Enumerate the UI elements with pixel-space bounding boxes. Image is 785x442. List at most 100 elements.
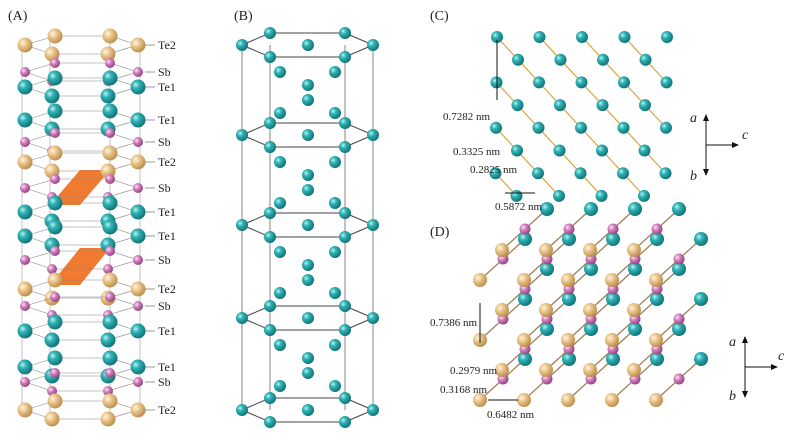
atom-te <box>102 350 118 366</box>
layer-label: Sb <box>158 181 171 195</box>
arrow-a-d <box>742 336 748 343</box>
layer-label: Sb <box>158 299 171 313</box>
axis-c-c: c <box>742 128 749 143</box>
atom-te <box>628 262 642 276</box>
atom-te <box>274 339 286 351</box>
atom-te <box>489 167 502 180</box>
atom-te <box>302 129 314 141</box>
atom-te <box>302 274 314 286</box>
atom-te <box>130 228 146 244</box>
dim-d-spacing: 0.6482 nm <box>487 409 535 421</box>
atom-sb <box>20 301 30 311</box>
atom-sb <box>563 223 575 235</box>
atom-te2 <box>561 333 575 347</box>
bond-line <box>24 296 56 307</box>
atom-te <box>339 300 351 312</box>
atom-te <box>694 352 708 366</box>
atom-te <box>264 117 276 129</box>
atom-te2 <box>539 363 553 377</box>
bond-line <box>24 132 56 143</box>
atom-te <box>694 232 708 246</box>
atom-te <box>512 53 524 66</box>
atom-te2 <box>102 393 118 409</box>
atom-te <box>553 144 566 157</box>
atom-te2 <box>605 333 619 347</box>
atom-te <box>540 262 554 276</box>
atom-te2 <box>17 281 33 297</box>
atom-te <box>367 129 379 141</box>
atom-te <box>584 202 598 216</box>
atom-te <box>17 359 33 375</box>
atom-te2 <box>102 28 118 44</box>
dim-d-bond2: 0.3168 nm <box>440 384 488 396</box>
atom-te <box>130 204 146 220</box>
atom-te2 <box>583 303 597 317</box>
axes-d <box>744 340 774 394</box>
atom-te <box>639 53 652 66</box>
atom-te <box>694 292 708 306</box>
atom-te <box>329 197 341 209</box>
atom-te <box>274 107 286 119</box>
atom-te <box>100 332 116 348</box>
atom-sb <box>673 253 685 265</box>
atom-te <box>339 27 351 39</box>
atom-te2 <box>517 333 531 347</box>
atom-te <box>274 246 286 258</box>
atom-te <box>302 169 314 181</box>
atom-te <box>562 232 576 246</box>
atom-te <box>47 195 63 211</box>
atom-te2 <box>47 272 63 288</box>
atom-te <box>339 117 351 129</box>
atom-te <box>511 99 524 112</box>
atom-te2 <box>539 303 553 317</box>
atom-sb <box>20 183 30 193</box>
atom-sb <box>673 373 685 385</box>
layer-label: Te1 <box>158 113 176 127</box>
axis-b-d: b <box>729 389 736 404</box>
atom-sb <box>133 183 143 193</box>
atom-te2 <box>649 273 663 287</box>
axes-c <box>705 118 735 172</box>
atom-te2 <box>100 46 116 62</box>
atom-te <box>367 219 379 231</box>
atom-te2 <box>473 273 487 287</box>
atom-sb <box>20 67 30 77</box>
atom-te <box>597 53 609 66</box>
layer-label: Te2 <box>158 155 176 169</box>
atom-sb <box>50 58 60 68</box>
atom-te <box>339 416 351 428</box>
atom-sb <box>133 67 143 77</box>
layer-label: Sb <box>158 375 171 389</box>
atom-te <box>554 99 566 112</box>
octahedron-plane <box>50 248 110 285</box>
atom-te <box>264 416 276 428</box>
atom-te <box>367 39 379 51</box>
axis-b-c: b <box>690 169 697 184</box>
atom-te2 <box>649 333 663 347</box>
atom-te <box>302 404 314 416</box>
atom-te <box>367 404 379 416</box>
atom-te <box>302 367 314 379</box>
atom-te <box>490 121 502 134</box>
atom-te <box>302 259 314 271</box>
atom-te2 <box>47 145 63 161</box>
arrow-a-c <box>703 114 709 121</box>
atom-sb <box>20 137 30 147</box>
bond-line <box>24 178 56 189</box>
atom-te2 <box>627 363 641 377</box>
atom-te <box>17 79 33 95</box>
atom-te2 <box>100 411 116 427</box>
atom-te2 <box>649 393 663 407</box>
atom-te <box>264 207 276 219</box>
atom-te <box>595 189 608 202</box>
atom-sb <box>103 386 113 396</box>
atom-te <box>102 219 118 235</box>
atom-te <box>329 380 341 392</box>
atom-te <box>628 322 642 336</box>
atom-te <box>302 352 314 364</box>
atom-te2 <box>561 393 575 407</box>
atom-te <box>606 292 620 306</box>
atom-sb <box>607 223 619 235</box>
panel-d-label: (D) <box>430 225 450 240</box>
